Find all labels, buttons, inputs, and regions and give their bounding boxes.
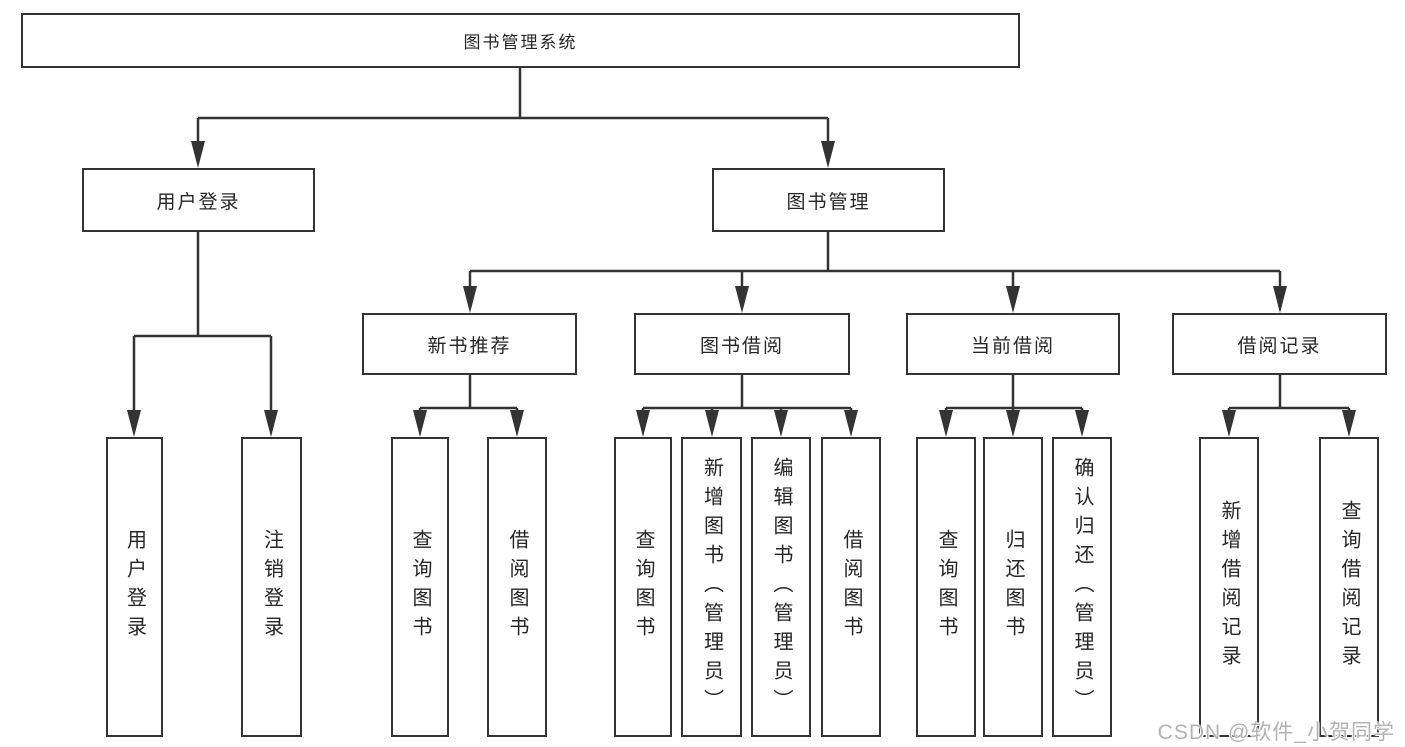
leaf-confirm-return-admin-label: 确认归还（管理员）: [1071, 456, 1093, 718]
leaf-user-login: 用户登录: [106, 437, 163, 737]
node-new-book-recommendation: 新书推荐: [362, 313, 577, 375]
leaf-borrow-books-recommend: 借阅图书: [487, 437, 547, 737]
leaf-borrow-books: 借阅图书: [821, 437, 881, 737]
leaf-add-borrow-record: 新增借阅记录: [1199, 437, 1259, 737]
leaf-borrow-books-recommend-label: 借阅图书: [506, 529, 528, 645]
leaf-borrow-books-label: 借阅图书: [840, 529, 862, 645]
leaf-query-books-recommend: 查询图书: [391, 437, 449, 737]
leaf-add-books-admin-label: 新增图书（管理员）: [700, 456, 723, 718]
node-current-borrowing: 当前借阅: [906, 313, 1120, 375]
leaf-query-books-borrowing: 查询图书: [614, 437, 672, 737]
csdn-watermark: CSDN @软件_小贺同学: [1157, 721, 1395, 744]
leaf-query-borrow-record: 查询借阅记录: [1319, 437, 1379, 737]
leaf-return-books-label: 归还图书: [1002, 529, 1024, 645]
node-book-borrowing: 图书借阅: [634, 313, 850, 375]
leaf-query-borrow-record-label: 查询借阅记录: [1338, 500, 1360, 674]
leaf-query-books-borrowing-label: 查询图书: [632, 529, 654, 645]
leaf-return-books: 归还图书: [983, 437, 1043, 737]
leaf-add-borrow-record-label: 新增借阅记录: [1218, 500, 1240, 674]
leaf-query-books-current: 查询图书: [916, 437, 976, 737]
leaf-confirm-return-admin: 确认归还（管理员）: [1052, 437, 1112, 737]
leaf-query-books-current-label: 查询图书: [935, 529, 957, 645]
leaf-add-books-admin: 新增图书（管理员）: [681, 437, 742, 737]
node-book-management-branch: 图书管理: [712, 168, 945, 232]
node-borrowing-records: 借阅记录: [1172, 313, 1387, 375]
node-user-login-branch: 用户登录: [82, 168, 315, 232]
leaf-edit-books-admin-label: 编辑图书（管理员）: [770, 456, 792, 718]
leaf-query-books-recommend-label: 查询图书: [409, 529, 431, 645]
leaf-edit-books-admin: 编辑图书（管理员）: [751, 437, 811, 737]
leaf-user-login-label: 用户登录: [123, 529, 146, 645]
node-library-management-system: 图书管理系统: [21, 13, 1020, 68]
leaf-logout-label: 注销登录: [260, 529, 283, 645]
leaf-logout: 注销登录: [241, 437, 302, 737]
